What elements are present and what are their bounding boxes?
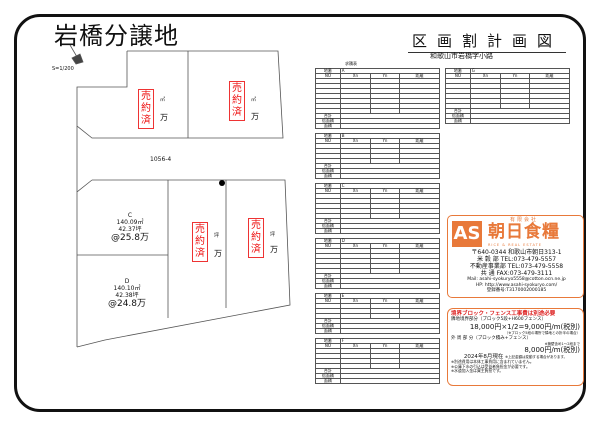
sold-stamp: 売約済	[192, 222, 208, 262]
sold-stamp: 売約済	[229, 81, 245, 121]
notes-line: （※ブロック5段の場所で隣地との折半の場合）	[504, 331, 580, 335]
plan-title: 区画割計画図	[408, 30, 567, 53]
lot-c[interactable]: C 140.09㎡ 42.37坪 @25.8万	[100, 212, 160, 244]
notes-date: 2024年8月現在	[463, 354, 504, 360]
plan-location: 和歌山市岩橋字小路	[430, 52, 493, 60]
tsubo-fragment: 坪	[214, 233, 220, 239]
company-tagline: RICE & REAL ESTATE	[488, 243, 542, 247]
company-email[interactable]: Mail: asahi-syokuryo5558@cotton.ocn.ne.j…	[467, 277, 566, 282]
notes-price: 18,000円×1/2=9,000円/m(税別)	[469, 323, 580, 331]
man-fragment: 万	[160, 113, 168, 122]
lot-price: @24.8万	[107, 299, 147, 309]
table-caption: 求積表	[345, 61, 357, 66]
notes-line: ※別途費用は本体工事費用に含まれていません。	[451, 359, 534, 364]
sold-stamp: 売約済	[138, 89, 154, 129]
notes-line: ※擁壁含め1～2段まで	[544, 341, 580, 346]
man-fragment: 万	[251, 112, 259, 121]
lot-id: D	[124, 278, 130, 285]
lower-lots-outline	[76, 179, 291, 348]
notes-price: 8,000円/m(税別)	[524, 346, 580, 354]
document-border	[14, 14, 586, 412]
road-label: 1056-4	[150, 156, 172, 163]
notes-heading: 境界ブロック・フェンス工事費は別途必要	[451, 311, 556, 317]
lot-price: @25.8万	[110, 233, 150, 243]
notes-line: ※水道加入金は買主負担です。	[451, 368, 504, 374]
scale-label: S=1/200	[52, 66, 74, 72]
lot-area-tsubo: 42.37坪	[118, 226, 142, 233]
company-info: AS 有限会社 朝日食糧 RICE & REAL ESTATE 〒640-034…	[447, 215, 584, 298]
notes-date-line: 2024年8月現在 ※上記金額は変動する場合があります。	[451, 354, 580, 360]
lot-area-sqm: 140.10㎡	[113, 285, 141, 292]
company-fax: 共 通 FAX:073-479-3111	[480, 270, 553, 277]
company-tel-rice: 米 穀 部 TEL:073-479-5557	[476, 256, 557, 263]
page-title: 岩橋分譲地	[54, 22, 179, 50]
lot-d[interactable]: D 140.10㎡ 42.38坪 @24.8万	[97, 278, 157, 310]
sqm-fragment: ㎡	[160, 97, 166, 103]
notes-line: 外 周 部 分（ブロック積み+フェンス）	[451, 335, 531, 341]
company-website[interactable]: HP: http://www.asahi-syokuryo.com/	[475, 282, 558, 288]
company-logo: AS	[452, 221, 482, 247]
man-fragment: 万	[214, 249, 222, 258]
company-name: 朝日食糧	[488, 222, 560, 242]
company-contact: 〒640-0344 和歌山市朝日313-1 米 穀 部 TEL:073-479-…	[451, 249, 582, 294]
notes-line: 隣地境界部分（ブロック5段+H600フェンス）	[451, 317, 547, 322]
lot-id: C	[127, 212, 133, 219]
marker-dot	[219, 180, 225, 186]
sold-stamp: 売約済	[248, 218, 264, 258]
lot-area-sqm: 140.09㎡	[116, 219, 144, 226]
upper-lots-outline	[76, 50, 284, 139]
lot-area-tsubo: 42.38坪	[115, 292, 139, 299]
company-type: 有限会社	[510, 217, 539, 223]
tsubo-fragment: 坪	[270, 232, 276, 238]
notes-date-note: ※上記金額は変動する場合があります。	[505, 355, 568, 359]
company-address: 〒640-0344 和歌山市朝日313-1	[471, 249, 562, 256]
fence-cost-notes: 境界ブロック・フェンス工事費は別途必要 隣地境界部分（ブロック5段+H600フェ…	[447, 308, 584, 386]
lot-boundary	[76, 179, 93, 347]
company-registration: 登録番号:T3170002000185	[486, 288, 547, 293]
notes-line: ※公庫下水の引込は受益者負担金が必要です。	[451, 363, 530, 369]
north-arrow-icon	[71, 53, 84, 65]
company-tel-realestate: 不動産事業部 TEL:073-479-5558	[469, 263, 564, 270]
sqm-fragment: ㎡	[251, 97, 257, 103]
man-fragment: 万	[270, 245, 278, 254]
